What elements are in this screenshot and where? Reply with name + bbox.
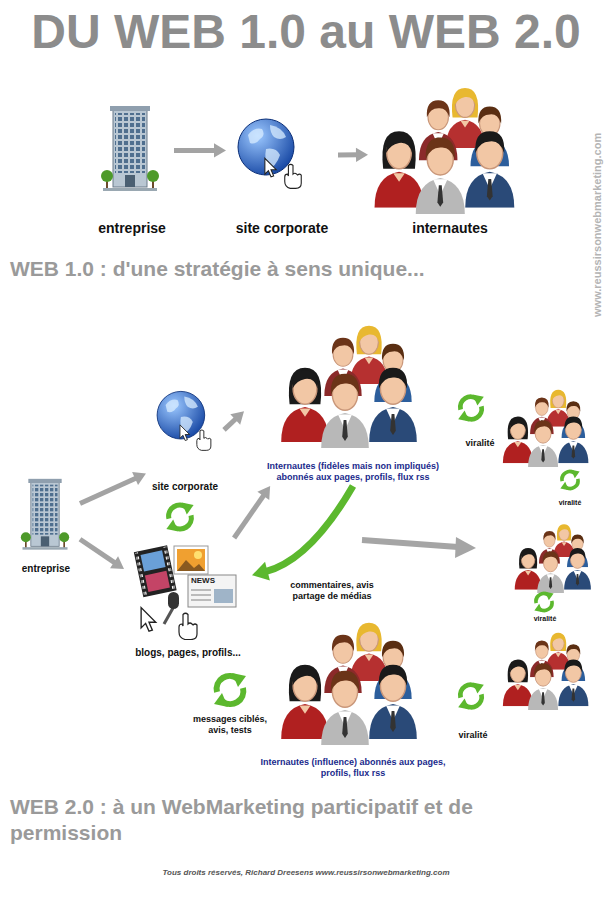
cycle-arrows [166, 503, 193, 532]
arrow-head [252, 562, 270, 581]
node-label: internautes [412, 220, 487, 237]
grey-arrow [224, 411, 244, 430]
icon-node: entreprise [12, 476, 80, 578]
arrow-head [257, 486, 270, 500]
node-label: entreprise [22, 563, 70, 575]
connector-line [338, 152, 358, 157]
icon-node: Internautes (fidèles mais non impliqués)… [244, 316, 462, 486]
media-icon [134, 545, 236, 639]
people-group [375, 88, 515, 214]
edge-label: commentaires, avis partage de médias [282, 580, 382, 603]
connector-line [80, 539, 116, 563]
connector-line [174, 148, 216, 153]
icon-text: NEWS [191, 576, 233, 586]
copyright-note: Tous droits réservés, Richard Dreesens w… [0, 868, 612, 878]
icon-node: site corporate [226, 100, 338, 240]
arrow-head [110, 556, 124, 569]
watermark: www.reussirsonwebmarketing.com [591, 133, 605, 317]
arrow-head [356, 148, 368, 162]
diagram-title: DU WEB 1.0 au WEB 2.0 [0, 4, 612, 59]
cycle-arrows [458, 682, 484, 709]
globe-icon [157, 391, 211, 450]
icon-node: site corporate [146, 384, 224, 496]
building-icon [21, 479, 69, 550]
flow-label: viralité [550, 499, 590, 508]
grey-arrow [80, 472, 146, 504]
cycle-arrows [458, 394, 484, 421]
icon-node: blogs, pages, profils... [124, 538, 252, 662]
arrow-head [132, 472, 146, 485]
node-label: entreprise [98, 220, 166, 237]
cycle-arrows [534, 592, 553, 612]
grey-arrow [174, 143, 226, 157]
arrow-head [230, 411, 244, 424]
icon-node: Internautes (influence) abonnés aux page… [248, 612, 458, 782]
cycle-arrows [560, 470, 579, 490]
cycle-arrows [214, 673, 246, 707]
arrow-head [455, 537, 476, 558]
connector-line [266, 486, 353, 572]
node-label: Internautes (influence) abonnés aux page… [258, 757, 448, 779]
grey-arrow [80, 539, 124, 569]
arrow-head [214, 143, 226, 157]
people-group-small [515, 524, 591, 593]
node-label: site corporate [152, 481, 218, 493]
globe-icon [238, 119, 301, 188]
node-label: site corporate [236, 220, 329, 237]
connector-line [234, 494, 264, 538]
grey-arrow [338, 148, 368, 162]
grey-arrow [362, 540, 458, 547]
building-icon [101, 106, 159, 191]
node-label: Internautes (fidèles mais non impliqués)… [248, 461, 458, 483]
people-group [281, 623, 417, 745]
flow-label: viralité [451, 730, 495, 741]
flow-label: messages ciblés, avis, tests [185, 714, 275, 737]
people-group [281, 326, 417, 448]
people-group-small [503, 633, 589, 710]
connector-line [80, 478, 137, 504]
feedback-arrow [252, 486, 353, 580]
grey-arrow [234, 486, 270, 538]
people-group-small [503, 390, 589, 467]
section-heading: WEB 1.0 : d'une stratégie à sens unique.… [10, 256, 605, 282]
node-label: blogs, pages, profils... [135, 647, 241, 659]
connector-line [224, 418, 237, 430]
icon-node: entreprise [90, 100, 174, 240]
section-heading: WEB 2.0 : à un WebMarketing participatif… [10, 794, 580, 847]
icon-node: internautes [368, 76, 532, 240]
flow-label: viralité [458, 438, 502, 449]
flow-label: viralité [525, 615, 565, 624]
